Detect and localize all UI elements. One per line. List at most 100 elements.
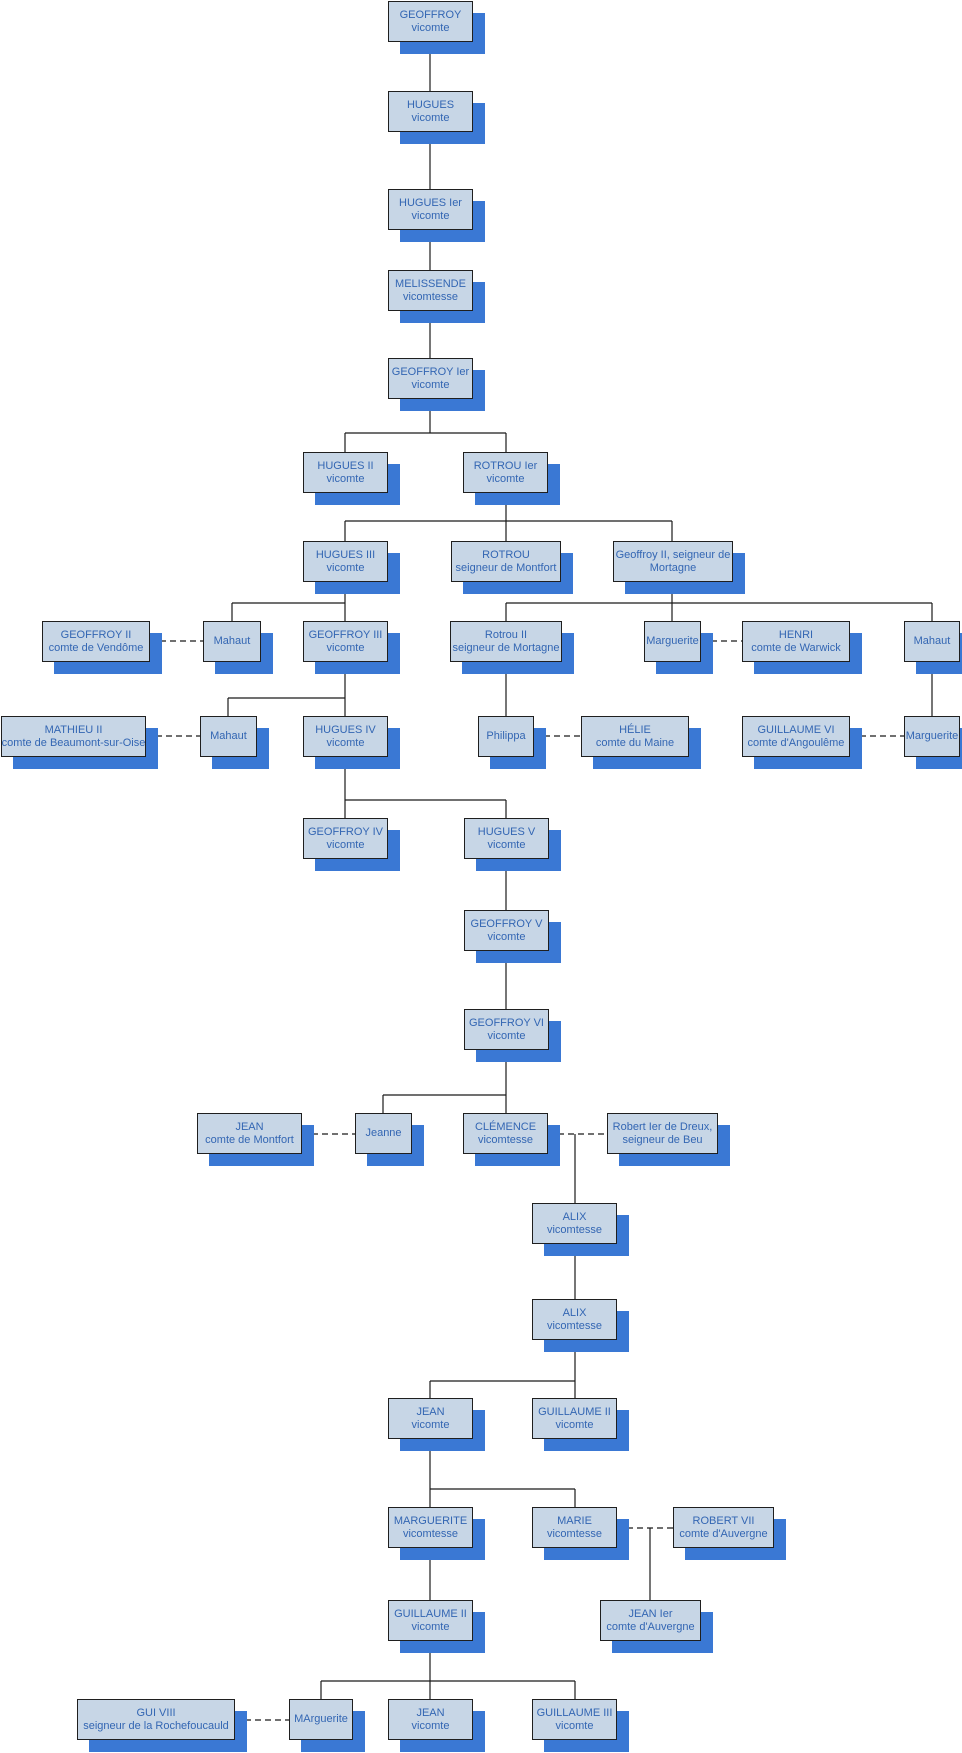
- person-name: GEOFFROY Ier: [391, 365, 470, 378]
- person-title: seigneur de la Rochefoucauld: [83, 1719, 229, 1732]
- person-title: vicomte: [411, 378, 450, 391]
- node-box: Jeanne: [355, 1113, 412, 1154]
- person-name: JEAN: [416, 1405, 445, 1418]
- person-name: HUGUES IV: [315, 723, 376, 736]
- person-name: Philippa: [486, 730, 526, 742]
- person-title: comte de Montfort: [205, 1133, 294, 1146]
- node-box: Mahaut: [904, 621, 960, 662]
- node-box: Robert Ier de Dreux,seigneur de Beu: [607, 1113, 718, 1154]
- person-node-mahaut-c: Mahaut: [904, 621, 962, 674]
- person-title: comte du Maine: [595, 736, 675, 749]
- person-name: GEOFFROY IV: [308, 825, 383, 838]
- person-title: Mortagne: [649, 561, 697, 574]
- person-title: vicomtesse: [546, 1319, 603, 1332]
- person-title: seigneur de Montfort: [455, 561, 557, 574]
- person-name: Mahaut: [913, 635, 951, 647]
- person-name: Robert Ier de Dreux,: [612, 1120, 713, 1133]
- person-title: vicomtesse: [546, 1527, 603, 1540]
- person-title: seigneur de Beu: [622, 1133, 703, 1146]
- person-name: JEAN: [416, 1706, 445, 1719]
- node-box: Mahaut: [200, 716, 257, 757]
- person-name: Jeanne: [365, 1127, 402, 1139]
- person-name: GUI VIII: [136, 1706, 176, 1719]
- person-title: vicomte: [555, 1418, 594, 1431]
- node-box: Marguerite: [644, 621, 701, 662]
- person-title: vicomtesse: [477, 1133, 534, 1146]
- person-name: MARIE: [557, 1514, 592, 1527]
- person-title: comte d'Angoulême: [747, 736, 845, 749]
- person-node-robert-dreux: Robert Ier de Dreux,seigneur de Beu: [607, 1113, 730, 1166]
- person-name: HUGUES III: [315, 548, 376, 561]
- person-name: Rotrou II: [484, 628, 528, 641]
- person-title: comte de Vendôme: [48, 641, 144, 654]
- person-name: GEOFFROY VI: [469, 1016, 544, 1029]
- person-node-marguerite-b: Marguerite: [904, 716, 962, 769]
- person-name: MArguerite: [294, 1713, 348, 1725]
- person-name: JEAN Ier: [628, 1607, 673, 1620]
- person-name: HENRI: [778, 628, 814, 641]
- person-name: HUGUES Ier: [399, 196, 462, 209]
- person-node-philippa: Philippa: [478, 716, 546, 769]
- node-box: Philippa: [478, 716, 534, 757]
- person-title: comte de Beaumont-sur-Oise: [1, 736, 146, 749]
- person-node-mahaut-b: Mahaut: [200, 716, 269, 769]
- person-title: comte de Warwick: [751, 641, 841, 654]
- person-title: vicomte: [411, 1418, 450, 1431]
- person-title: vicomte: [411, 1719, 450, 1732]
- person-title: vicomte: [487, 1029, 526, 1042]
- person-title: vicomte: [326, 472, 365, 485]
- person-name: HÉLIE: [619, 723, 651, 736]
- person-node-marguerite-c: MArguerite: [289, 1699, 365, 1752]
- person-name: JEAN: [235, 1120, 264, 1133]
- person-name: GEOFFROY V: [470, 917, 543, 930]
- person-title: vicomte: [487, 838, 526, 851]
- person-name: Marguerite: [905, 730, 959, 742]
- person-title: vicomte: [411, 21, 450, 34]
- person-name: GEOFFROY II: [60, 628, 132, 641]
- person-name: CLÉMENCE: [474, 1120, 537, 1133]
- person-title: vicomte: [411, 209, 450, 222]
- node-box: Marguerite: [904, 716, 960, 757]
